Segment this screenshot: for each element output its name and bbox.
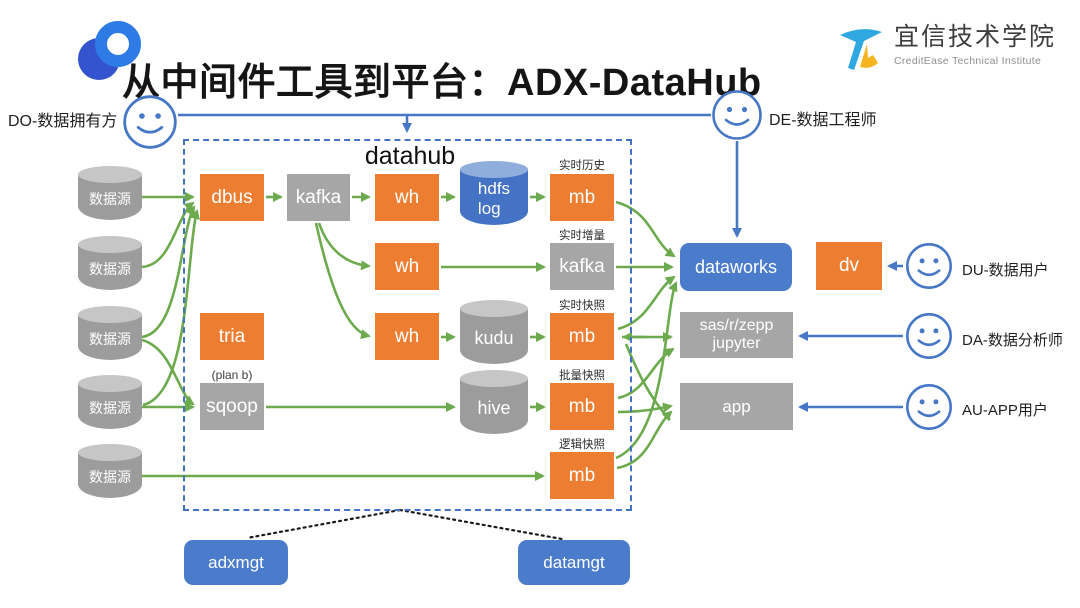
do-smiley-icon [122,94,178,155]
node-wh: wh [375,243,439,290]
data-source-cylinder: 数据源 [78,306,142,360]
curve-bundle-mb3 [624,343,671,421]
arrow-kafka-wh3 [314,222,371,340]
datahub-container [183,139,632,511]
da-smiley-icon [905,312,953,365]
du-smiley-icon [905,242,953,295]
node-kafka-realtime-delta: kafka [550,243,614,290]
arrow-source3-sqoop [141,338,195,406]
data-source-label: 数据源 [89,400,131,416]
node-sas-r-zepp-jupyter: sas/r/zepp jupyter [680,312,793,358]
brand-subtitle: CreditEase Technical Institute [894,54,1042,67]
node-dv: dv [816,242,882,290]
row-label-realtime-history: 实时历史 [559,160,605,172]
arrow-mb1-dataworks [615,200,676,258]
node-adxmgt: adxmgt [184,540,288,585]
arrow-mb5-app [616,410,673,470]
actor-label-do: DO-数据拥有方 [8,113,118,130]
dotted-hub-adxmgt [245,508,402,540]
hdfs-log-label: hdfs log [477,179,511,218]
de-smiley-icon [711,89,763,146]
node-tria: tria [200,313,264,360]
data-source-cylinder: 数据源 [78,444,142,498]
actor-label-au: AU-APP用户 [962,402,1048,419]
data-source-label: 数据源 [89,261,131,277]
dotted-hub-datamgt [398,508,564,541]
creditease-logo-icon [840,29,882,71]
brand-name: 宜信技术学院 [894,23,1057,51]
data-source-label: 数据源 [89,191,131,207]
node-hive-cylinder: hive [460,370,528,434]
arrow-source3-dbus [141,205,196,339]
dotted-management-links [245,508,564,541]
arrow-kafka-wh2 [317,222,371,271]
node-mb-batch-snapshot: mb [550,383,614,430]
arrow-mb4-app [617,402,673,414]
arrow-mb5-dataworks [615,281,678,460]
hive-label: hive [477,397,511,418]
data-source-label: 数据源 [89,469,131,485]
arrow-mb4-sas [617,347,675,400]
actor-label-da: DA-数据分析师 [962,332,1063,349]
row-label-logical-snapshot: 逻辑快照 [559,439,605,451]
brand-block: 宜信技术学院 CreditEase Technical Institute [836,23,1057,72]
data-source-cylinder: 数据源 [78,236,142,290]
slide-title: 从中间件工具到平台：ADX-DataHub [122,62,762,105]
plan-b-note: (plan b) [211,368,253,382]
row-label-realtime-snapshot: 实时快照 [559,300,605,312]
kudu-label: kudu [474,327,514,348]
node-mb-realtime-snapshot: mb [550,313,614,360]
node-datamgt: datamgt [518,540,630,585]
green-flow-arrows [141,192,678,481]
data-source-cylinder: 数据源 [78,375,142,429]
actor-label-du: DU-数据用户 [962,262,1049,279]
node-hdfs-log-cylinder: hdfs log [460,161,528,225]
node-kudu-cylinder: kudu [460,300,528,364]
node-mb-realtime-history: mb [550,174,614,221]
data-source-cylinder: 数据源 [78,166,142,220]
node-wh: wh [375,313,439,360]
node-kafka: kafka [287,174,350,221]
node-mb-logical-snapshot: mb [550,452,614,499]
node-dbus: dbus [200,174,264,221]
node-app: app [680,383,793,430]
datahub-title: datahub [364,142,456,170]
data-source-label: 数据源 [89,331,131,347]
node-sqoop: sqoop [200,383,264,430]
blue-actor-lines [178,113,903,412]
actor-label-de: DE-数据工程师 [769,112,877,129]
row-label-realtime-delta: 实时增量 [559,230,605,242]
node-dataworks: dataworks [680,243,792,291]
row-label-batch-snapshot: 批量快照 [559,370,605,382]
node-wh: wh [375,174,439,221]
au-smiley-icon [905,383,953,436]
